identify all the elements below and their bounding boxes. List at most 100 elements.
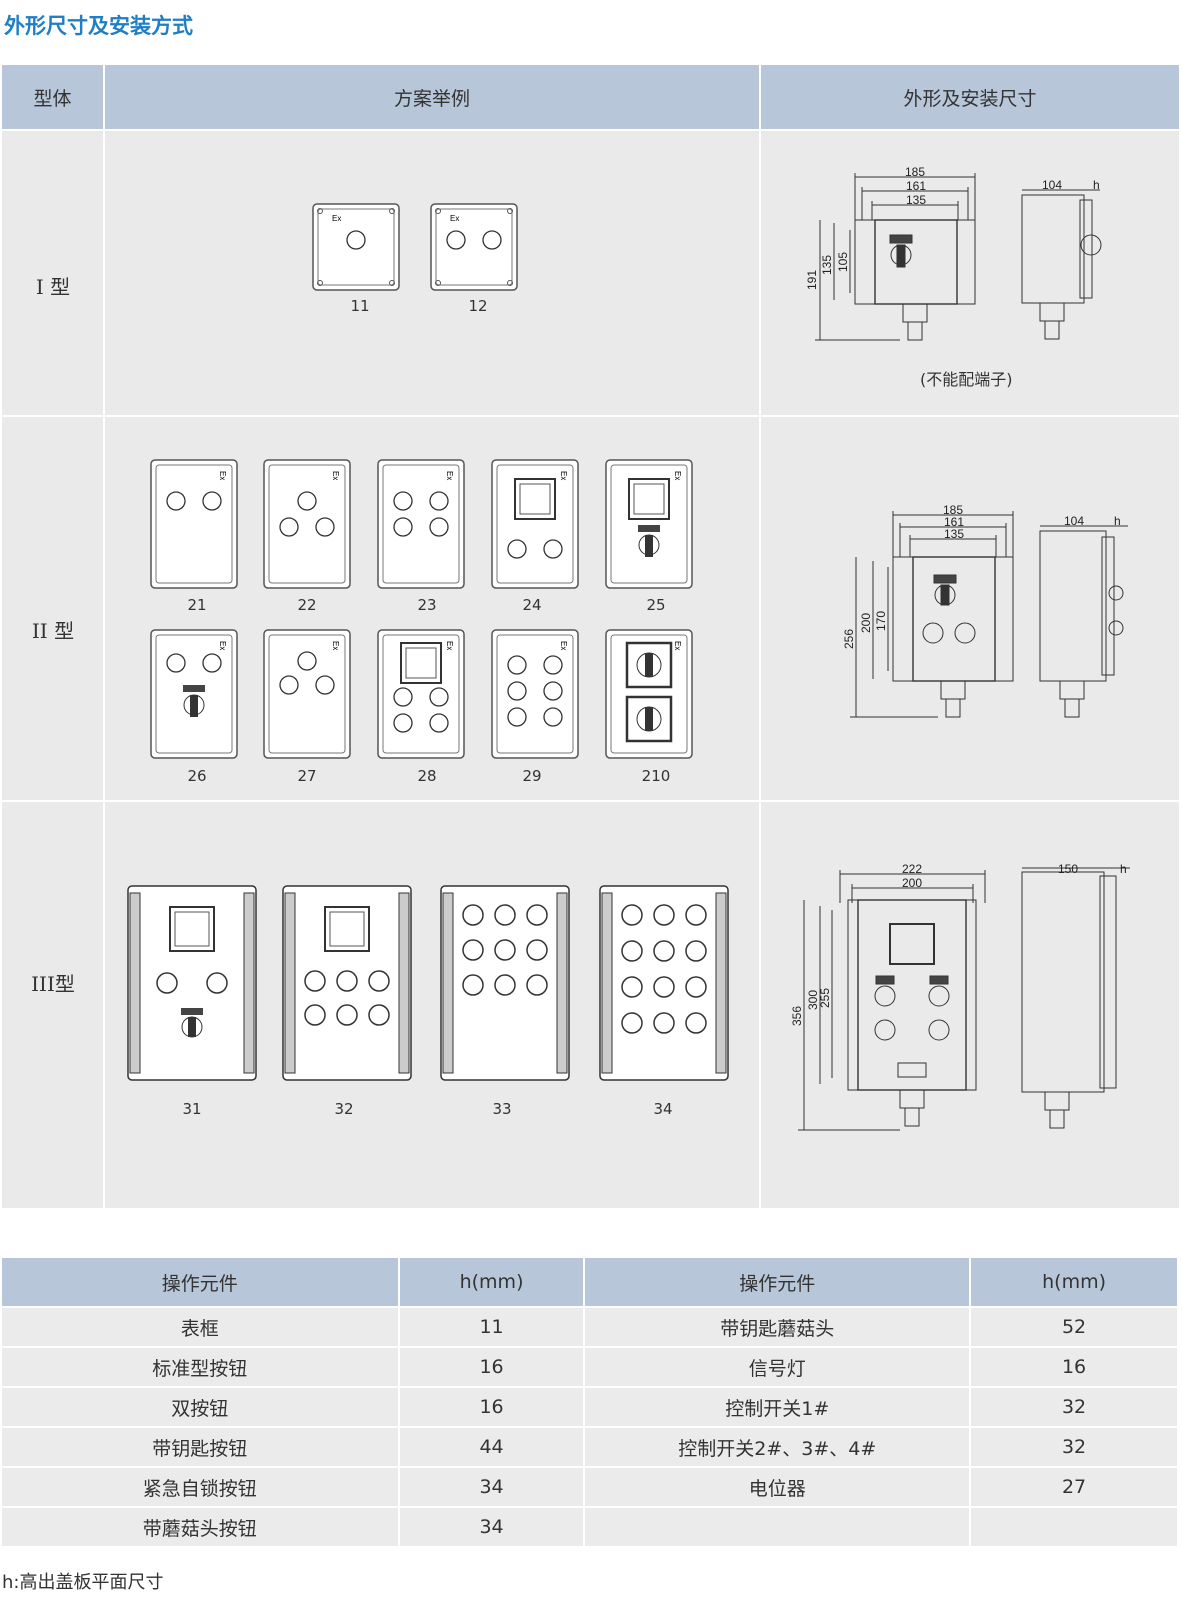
panel-21-figure: Ex	[150, 459, 238, 589]
dim-356: 356	[790, 1006, 804, 1026]
panel-34-figure	[599, 885, 729, 1081]
dim-135: 135	[944, 527, 964, 541]
header-type: 型体	[2, 65, 103, 129]
table-cell: 带蘑菇头按钮	[2, 1506, 400, 1546]
table-cell: 16	[398, 1346, 586, 1387]
dim-255: 255	[818, 988, 832, 1008]
table-cell	[970, 1506, 1179, 1546]
table-cell: 16	[970, 1346, 1179, 1387]
panel-210-figure: Ex	[605, 629, 693, 759]
col-header-component: 操作元件	[2, 1258, 400, 1307]
panel-33-figure	[440, 885, 570, 1081]
panel-32-figure	[282, 885, 412, 1081]
ex-mark: Ex	[218, 471, 227, 480]
page-title: 外形尺寸及安装方式	[4, 14, 193, 38]
table-cell: 带钥匙蘑菇头	[584, 1306, 972, 1347]
table-cell: 紧急自锁按钮	[2, 1466, 400, 1507]
dim-h: h	[1120, 862, 1127, 876]
table-cell: 32	[970, 1426, 1179, 1467]
dim-300: 300	[806, 990, 820, 1010]
table-cell: 双按钮	[2, 1386, 400, 1427]
dim-170: 170	[874, 611, 888, 631]
panel-23-figure: Ex	[377, 459, 465, 589]
scheme-label-210: 210	[641, 767, 671, 785]
panel-22-figure: Ex	[263, 459, 351, 589]
table-cell: 16	[398, 1386, 586, 1427]
ex-mark: Ex	[673, 641, 682, 650]
scheme-label-33: 33	[492, 1100, 512, 1118]
header-dims: 外形及安装尺寸	[761, 65, 1179, 129]
panel-12-figure: Ex	[430, 203, 518, 291]
table-cell	[584, 1506, 972, 1546]
scheme-label-23: 23	[417, 596, 437, 614]
col-header-component: 操作元件	[584, 1258, 972, 1307]
dim-185: 185	[905, 165, 925, 179]
table-cell: 27	[970, 1466, 1179, 1507]
table-cell: 44	[398, 1426, 586, 1467]
col-header-h: h(mm)	[970, 1258, 1179, 1307]
dim-note: (不能配端子)	[920, 370, 1013, 389]
type3-dimension-drawing: 222 200 150 h 356 300 255	[790, 862, 1130, 1131]
scheme-label-34: 34	[653, 1100, 673, 1118]
scheme-label-32: 32	[334, 1100, 354, 1118]
ex-mark: Ex	[450, 214, 459, 223]
scheme-label-12: 12	[468, 297, 488, 315]
dim-150: 150	[1058, 862, 1078, 876]
dim-161: 161	[906, 179, 926, 193]
row-label-type3: III型	[31, 972, 75, 996]
row-label-type2: II 型	[31, 619, 75, 643]
table-cell: 32	[970, 1386, 1179, 1427]
row-label-type1: I 型	[35, 275, 71, 299]
header-scheme: 方案举例	[105, 65, 759, 129]
dim-105: 105	[836, 252, 850, 272]
ex-mark: Ex	[331, 471, 340, 480]
ex-mark: Ex	[559, 471, 568, 480]
scheme-label-24: 24	[522, 596, 542, 614]
ex-mark: Ex	[559, 641, 568, 650]
panel-24-figure: Ex	[491, 459, 579, 589]
table-cell: 34	[398, 1466, 586, 1507]
scheme-label-29: 29	[522, 767, 542, 785]
dim-h: h	[1114, 514, 1121, 528]
panel-31-figure	[127, 885, 257, 1081]
scheme-label-27: 27	[297, 767, 317, 785]
dim-161: 161	[944, 515, 964, 529]
scheme-label-28: 28	[417, 767, 437, 785]
panel-27-figure: Ex	[263, 629, 351, 759]
type2-dimension-drawing: 185 161 135 104 h 256 200 170	[842, 503, 1128, 718]
table-cell: 标准型按钮	[2, 1346, 400, 1387]
scheme-label-31: 31	[182, 1100, 202, 1118]
table-cell: 控制开关2#、3#、4#	[584, 1426, 972, 1467]
ex-mark: Ex	[331, 641, 340, 650]
scheme-label-22: 22	[297, 596, 317, 614]
panel-28-figure: Ex	[377, 629, 465, 759]
scheme-label-21: 21	[187, 596, 207, 614]
dim-135v: 135	[820, 255, 834, 275]
panel-29-figure: Ex	[491, 629, 579, 759]
panel-25-figure: Ex	[605, 459, 693, 589]
footnote: h:高出盖板平面尺寸	[2, 1572, 164, 1593]
scheme-label-25: 25	[646, 596, 666, 614]
dim-222: 222	[902, 862, 922, 876]
ex-mark: Ex	[673, 471, 682, 480]
type1-dimension-drawing: 185 161 135 104 h 191 135 105	[805, 165, 1102, 341]
dim-h: h	[1093, 178, 1100, 192]
col-header-h: h(mm)	[398, 1258, 586, 1307]
scheme-label-11: 11	[350, 297, 370, 315]
dim-191: 191	[805, 270, 819, 290]
table-cell: 11	[398, 1306, 586, 1347]
table-cell: 电位器	[584, 1466, 972, 1507]
dim-104: 104	[1064, 514, 1084, 528]
ex-mark: Ex	[445, 471, 454, 480]
table-cell: 信号灯	[584, 1346, 972, 1387]
dim-185: 185	[943, 503, 963, 517]
table-cell: 52	[970, 1306, 1179, 1347]
table-cell: 表框	[2, 1306, 400, 1347]
